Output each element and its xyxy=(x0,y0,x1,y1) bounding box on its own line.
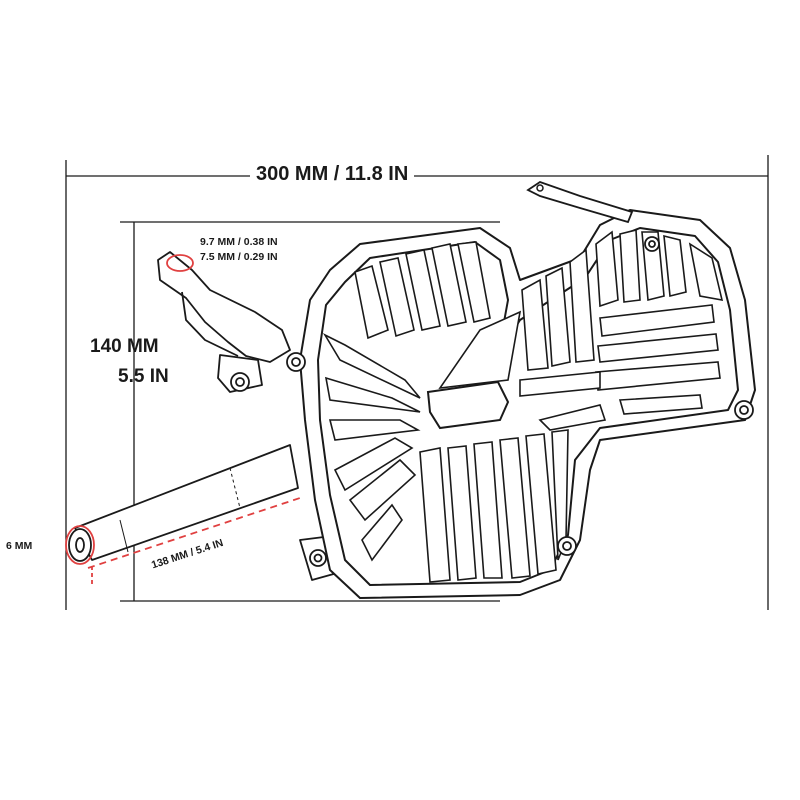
width-dimension-label: 300 MM / 11.8 IN xyxy=(250,163,415,186)
bolts xyxy=(230,236,754,567)
arm-length-line xyxy=(87,497,301,569)
grille-slats-left xyxy=(322,241,569,583)
hole-outer-label: 9.7 MM / 0.38 IN xyxy=(200,236,278,248)
highlight-marks xyxy=(65,254,301,585)
hole-inner-label: 7.5 MM / 0.29 IN xyxy=(200,251,278,263)
center-plate xyxy=(426,380,510,430)
height-mm-label: 140 MM xyxy=(90,336,159,357)
top-tab xyxy=(526,181,634,224)
arm-end xyxy=(68,528,92,562)
bolt-diameter-label: 6 MM xyxy=(6,540,33,552)
hole-highlight-ring xyxy=(166,254,194,272)
bolt-highlight-ring xyxy=(65,525,95,565)
height-in-label: 5.5 IN xyxy=(118,366,169,387)
dimension-lines xyxy=(65,155,769,610)
